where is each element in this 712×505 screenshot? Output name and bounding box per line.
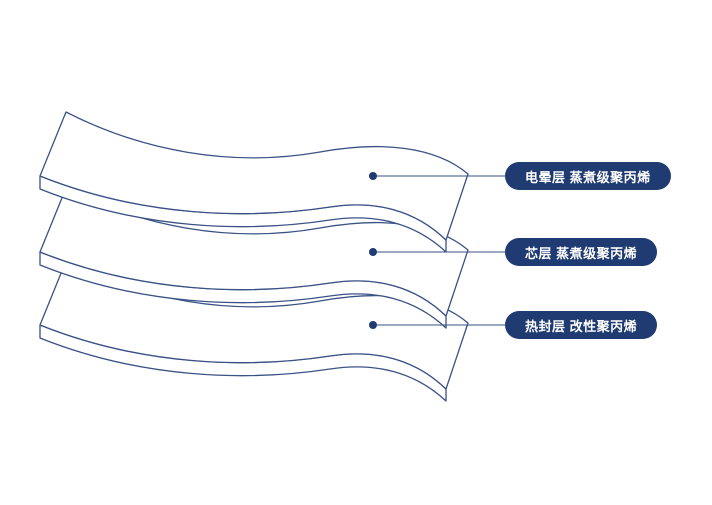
label-heat-seal-layer: 热封层 改性聚丙烯 [505, 311, 658, 339]
callout-dot [369, 321, 377, 329]
label-core-layer: 芯层 蒸煮级聚丙烯 [505, 238, 658, 266]
callout-heat-seal-layer [369, 321, 505, 329]
callout-core-layer [369, 248, 505, 256]
sheet-surface [39, 187, 469, 317]
label-corona-layer: 电晕层 蒸煮级聚丙烯 [505, 162, 671, 190]
callout-corona-layer [369, 172, 505, 180]
sheet-surface [39, 111, 469, 241]
sheet-core-layer [39, 187, 469, 329]
callout-dot [369, 248, 377, 256]
callout-dot [369, 172, 377, 180]
